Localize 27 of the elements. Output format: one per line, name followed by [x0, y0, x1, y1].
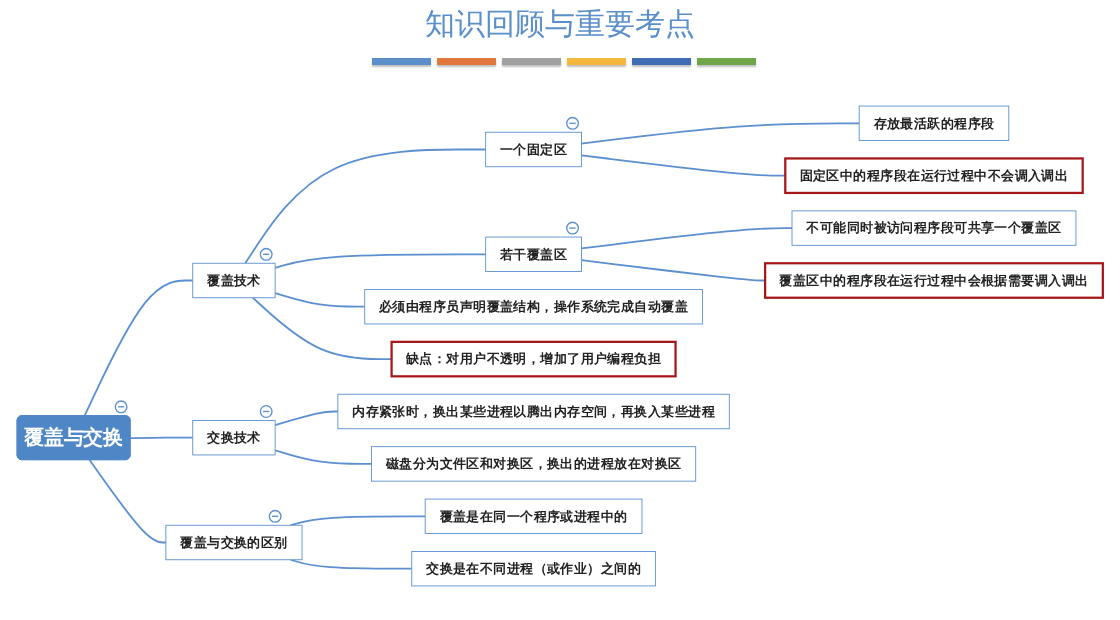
connector	[274, 292, 366, 308]
node-box: 若干覆盖区	[485, 236, 582, 272]
node-box: 必须由程序员声明覆盖结构，操作系统完成自动覆盖	[364, 289, 703, 325]
node-box: 覆盖区中的程序段在运行过程中会根据需要调入调出	[764, 262, 1104, 299]
node-box: 交换技术	[192, 420, 276, 456]
connector	[274, 410, 339, 427]
node-box: 磁盘分为文件区和对换区，换出的进程放在对换区	[371, 446, 697, 482]
node-box: 缺点：对用户不透明，增加了用户编程负担	[390, 340, 677, 378]
node-box: 不可能同时被访问程序段可共享一个覆盖区	[791, 210, 1077, 246]
node-box: 一个固定区	[485, 131, 582, 168]
connector	[580, 122, 861, 145]
connector	[289, 558, 413, 570]
title: 知识回顾与重要考点	[425, 5, 695, 43]
node-box: 覆盖技术	[192, 262, 276, 299]
connector	[129, 436, 194, 440]
connector	[580, 227, 793, 250]
connector	[244, 148, 487, 265]
connector	[289, 515, 427, 527]
node-box: 覆盖是在同一个程序或进程中的	[424, 498, 643, 534]
node-box: 存放最活跃的程序段	[858, 105, 1010, 141]
connector	[274, 253, 487, 269]
node-box: 固定区中的程序段在运行过程中不会调入调出	[784, 157, 1084, 195]
node-box: 覆盖与交换的区别	[165, 524, 303, 561]
connector	[274, 449, 373, 465]
node-box: 交换是在不同进程（或作业）之间的	[411, 551, 656, 587]
connector	[88, 459, 167, 544]
node-box: 内存紧张时，换出某些进程以腾出内存空间，再换入某些进程	[337, 393, 730, 430]
